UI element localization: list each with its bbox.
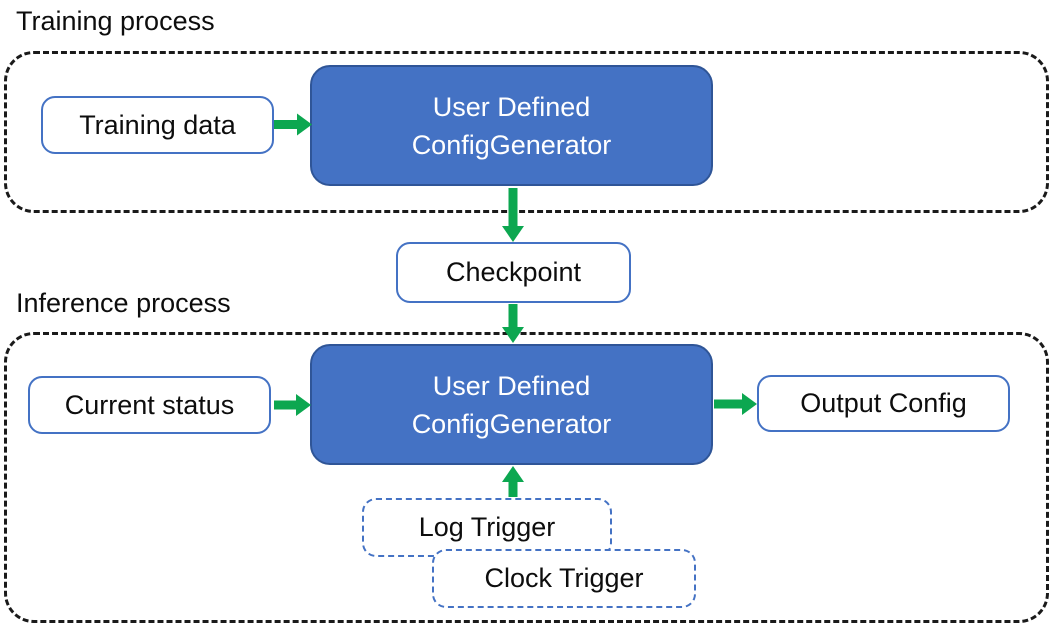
training-process-label: Training process xyxy=(16,6,215,36)
training-config-generator-box: User Defined ConfigGenerator xyxy=(310,65,713,186)
training-data-box: Training data xyxy=(41,96,274,154)
training-process-container xyxy=(4,51,1049,213)
clock-trigger-box: Clock Trigger xyxy=(432,549,696,608)
inference-process-label: Inference process xyxy=(16,288,231,318)
current-status-box: Current status xyxy=(28,376,271,434)
checkpoint-box: Checkpoint xyxy=(396,242,631,303)
inference-config-generator-box: User Defined ConfigGenerator xyxy=(310,344,713,465)
output-config-box: Output Config xyxy=(757,375,1010,432)
training-config-generator-line2: ConfigGenerator xyxy=(411,129,612,160)
inference-config-generator-line2: ConfigGenerator xyxy=(411,408,612,439)
log-trigger-box: Log Trigger xyxy=(362,498,612,557)
inference-config-generator-line1: User Defined xyxy=(432,370,591,401)
training-config-generator-line1: User Defined xyxy=(432,91,591,122)
inference-process-container xyxy=(4,332,1049,623)
